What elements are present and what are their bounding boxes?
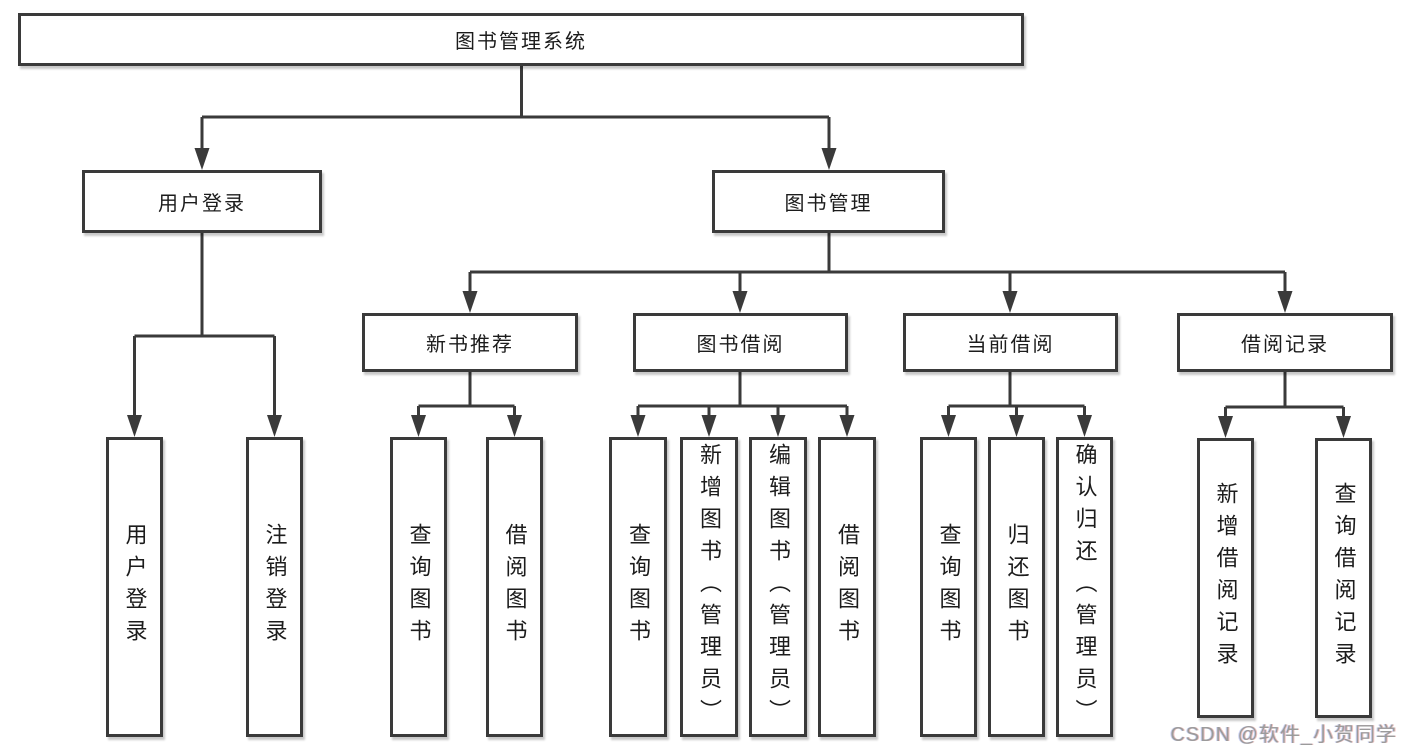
connector-current-borrow-to-leaves <box>947 372 1086 421</box>
leaf-borrow-books: 借阅图书 <box>818 437 876 737</box>
node-label: 新增借阅记录 <box>1213 482 1239 674</box>
node-label: 查询图书 <box>406 523 432 651</box>
connector-borrow-records-to-leaves <box>1224 372 1345 422</box>
node-label: 用户登录 <box>158 193 246 215</box>
arrow-icon <box>194 148 210 170</box>
node-label: 确认归还（管理员） <box>1072 443 1098 731</box>
node-label: 新增图书（管理员） <box>697 443 722 731</box>
leaf-return-books: 归还图书 <box>988 437 1045 737</box>
leaf-confirm-return-admin: 确认归还（管理员） <box>1056 437 1113 737</box>
node-label: 归还图书 <box>1004 523 1030 651</box>
arrow-icon <box>1002 291 1018 313</box>
arrow-icon <box>941 415 956 437</box>
arrow-icon <box>127 415 142 437</box>
node-book-management: 图书管理 <box>712 170 945 233</box>
arrow-icon <box>732 291 748 313</box>
node-label: 图书管理系统 <box>455 31 587 53</box>
node-label: 借阅记录 <box>1241 334 1329 356</box>
arrow-icon <box>1009 415 1024 437</box>
watermark: CSDN @软件_小贺同学 <box>1170 724 1397 746</box>
node-new-book-recommendation: 新书推荐 <box>362 313 578 372</box>
node-label: 查询图书 <box>936 523 962 651</box>
leaf-user-login: 用户登录 <box>106 437 163 737</box>
arrow-icon <box>630 415 646 437</box>
connector-user-login-to-leaves <box>133 233 276 419</box>
connector-root-to-level2 <box>200 66 831 152</box>
leaf-logout-login: 注销登录 <box>246 437 303 737</box>
arrow-icon <box>462 291 478 313</box>
node-label: 当前借阅 <box>966 334 1055 356</box>
node-label: 注销登录 <box>262 523 288 651</box>
arrow-icon <box>1336 416 1351 438</box>
node-label: 查询图书 <box>626 523 651 651</box>
arrow-icon <box>1218 416 1233 438</box>
node-label: 图书管理 <box>784 193 873 215</box>
connector-book-borrow-to-leaves <box>636 372 849 421</box>
arrow-icon <box>411 415 426 437</box>
node-label: 查询借阅记录 <box>1331 482 1357 674</box>
node-current-borrowing: 当前借阅 <box>903 313 1118 372</box>
leaf-query-borrow-record: 查询借阅记录 <box>1315 438 1372 718</box>
leaf-add-books-admin: 新增图书（管理员） <box>680 437 738 737</box>
node-label: 借阅图书 <box>502 523 528 651</box>
node-label: 新书推荐 <box>426 334 514 356</box>
arrow-icon <box>821 148 837 170</box>
node-label: 图书借阅 <box>696 334 785 356</box>
arrow-icon <box>507 415 522 437</box>
arrow-icon <box>770 415 786 437</box>
node-label: 编辑图书（管理员） <box>766 443 791 731</box>
leaf-borrow-books-recommend: 借阅图书 <box>486 437 543 737</box>
leaf-edit-books-admin: 编辑图书（管理员） <box>749 437 807 737</box>
connector-new-rec-to-leaves <box>417 372 516 421</box>
arrow-icon <box>267 415 282 437</box>
arrow-icon <box>839 415 855 437</box>
connector-book-mgmt-to-level3 <box>468 233 1287 295</box>
leaf-add-borrow-record: 新增借阅记录 <box>1197 438 1254 718</box>
node-library-management-system: 图书管理系统 <box>18 13 1024 66</box>
arrow-icon <box>1277 291 1293 313</box>
node-user-login: 用户登录 <box>82 170 322 233</box>
leaf-query-books-borrow: 查询图书 <box>609 437 667 737</box>
node-borrowing-records: 借阅记录 <box>1177 313 1393 372</box>
node-label: 借阅图书 <box>835 523 860 651</box>
arrow-icon <box>1077 415 1092 437</box>
leaf-query-books-recommend: 查询图书 <box>390 437 447 737</box>
node-book-borrowing: 图书借阅 <box>633 313 848 372</box>
leaf-query-books-current: 查询图书 <box>920 437 977 737</box>
arrow-icon <box>701 415 717 437</box>
node-label: 用户登录 <box>122 523 148 651</box>
